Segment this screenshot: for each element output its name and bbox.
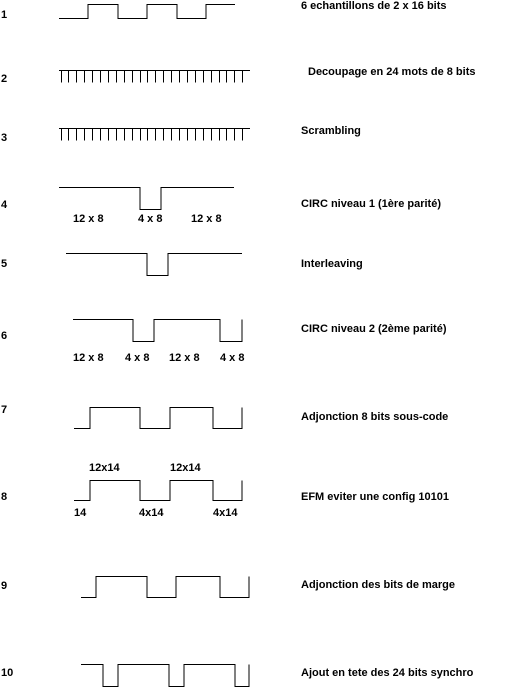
segment-label: 12 x 8 — [73, 352, 104, 364]
waveform-step-4 — [59, 187, 234, 210]
step-number: 5 — [1, 258, 8, 270]
step-number: 3 — [1, 132, 8, 144]
step-description: Adjonction des bits de marge — [301, 579, 456, 591]
step-number: 4 — [1, 199, 8, 211]
step-description: Scrambling — [301, 125, 361, 137]
segment-label: 4 x 8 — [138, 213, 163, 225]
segment-label: 12 x 8 — [73, 213, 104, 225]
segment-label: 4x14 — [139, 507, 164, 519]
comb-ticks-step-2 — [61, 70, 243, 83]
step-description: Decoupage en 24 mots de 8 bits — [308, 66, 476, 78]
waveform-step-6 — [73, 319, 243, 342]
step-description: Adjonction 8 bits sous-code — [301, 411, 449, 423]
segment-label: 12x14 — [170, 462, 201, 474]
step-number: 9 — [1, 580, 8, 592]
waveform-step-7 — [74, 407, 243, 429]
step-number: 7 — [1, 404, 8, 416]
comb-ticks-step-3 — [61, 128, 243, 141]
segment-label: 12 x 8 — [169, 352, 200, 364]
segment-label: 4 x 8 — [125, 352, 150, 364]
segment-label: 12 x 8 — [191, 213, 222, 225]
step-number: 10 — [1, 667, 14, 679]
step-number: 6 — [1, 330, 8, 342]
waveform-step-5 — [66, 253, 242, 276]
step-number: 1 — [1, 9, 8, 21]
step-description: CIRC niveau 1 (1ère parité) — [301, 198, 441, 210]
waveform-step-1 — [59, 4, 235, 19]
step-description: CIRC niveau 2 (2ème parité) — [301, 323, 447, 335]
waveform-step-10 — [81, 664, 250, 687]
segment-label: 12x14 — [89, 462, 120, 474]
segment-label: 14 — [74, 507, 87, 519]
step-description: Ajout en tete des 24 bits synchro — [301, 667, 474, 679]
segment-label: 4 x 8 — [220, 352, 245, 364]
segment-label: 4x14 — [213, 507, 238, 519]
step-description: 6 echantillons de 2 x 16 bits — [301, 0, 447, 12]
waveform-step-9 — [81, 576, 250, 598]
step-number: 8 — [1, 491, 8, 503]
waveform-step-8 — [74, 480, 243, 501]
step-number: 2 — [1, 73, 8, 85]
step-description: EFM eviter une config 10101 — [301, 491, 449, 503]
step-description: Interleaving — [301, 258, 363, 270]
